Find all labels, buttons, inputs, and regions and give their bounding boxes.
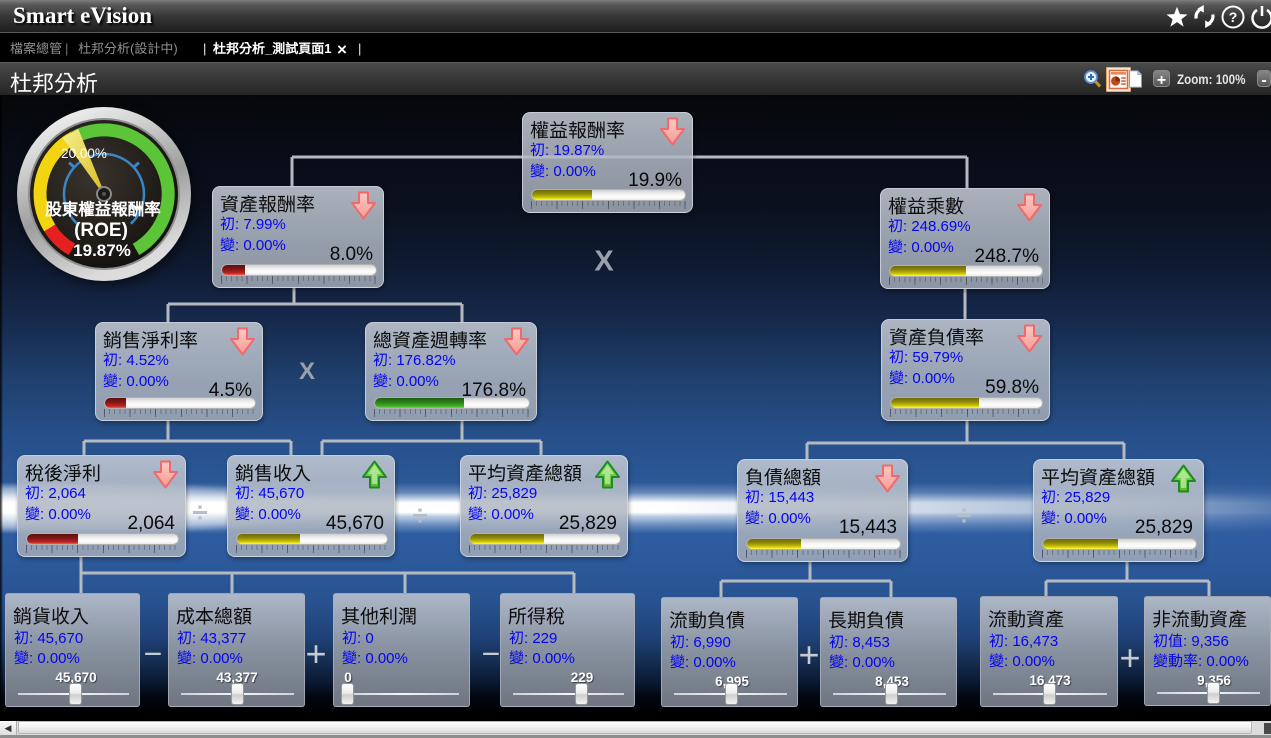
svg-text:股東權益報酬率: 股東權益報酬率 xyxy=(45,196,161,220)
svg-text:(ROE): (ROE) xyxy=(74,220,128,241)
svg-text:?: ? xyxy=(1229,9,1238,25)
svg-text:19.87%: 19.87% xyxy=(73,241,131,260)
svg-text:20.00%: 20.00% xyxy=(61,146,107,161)
